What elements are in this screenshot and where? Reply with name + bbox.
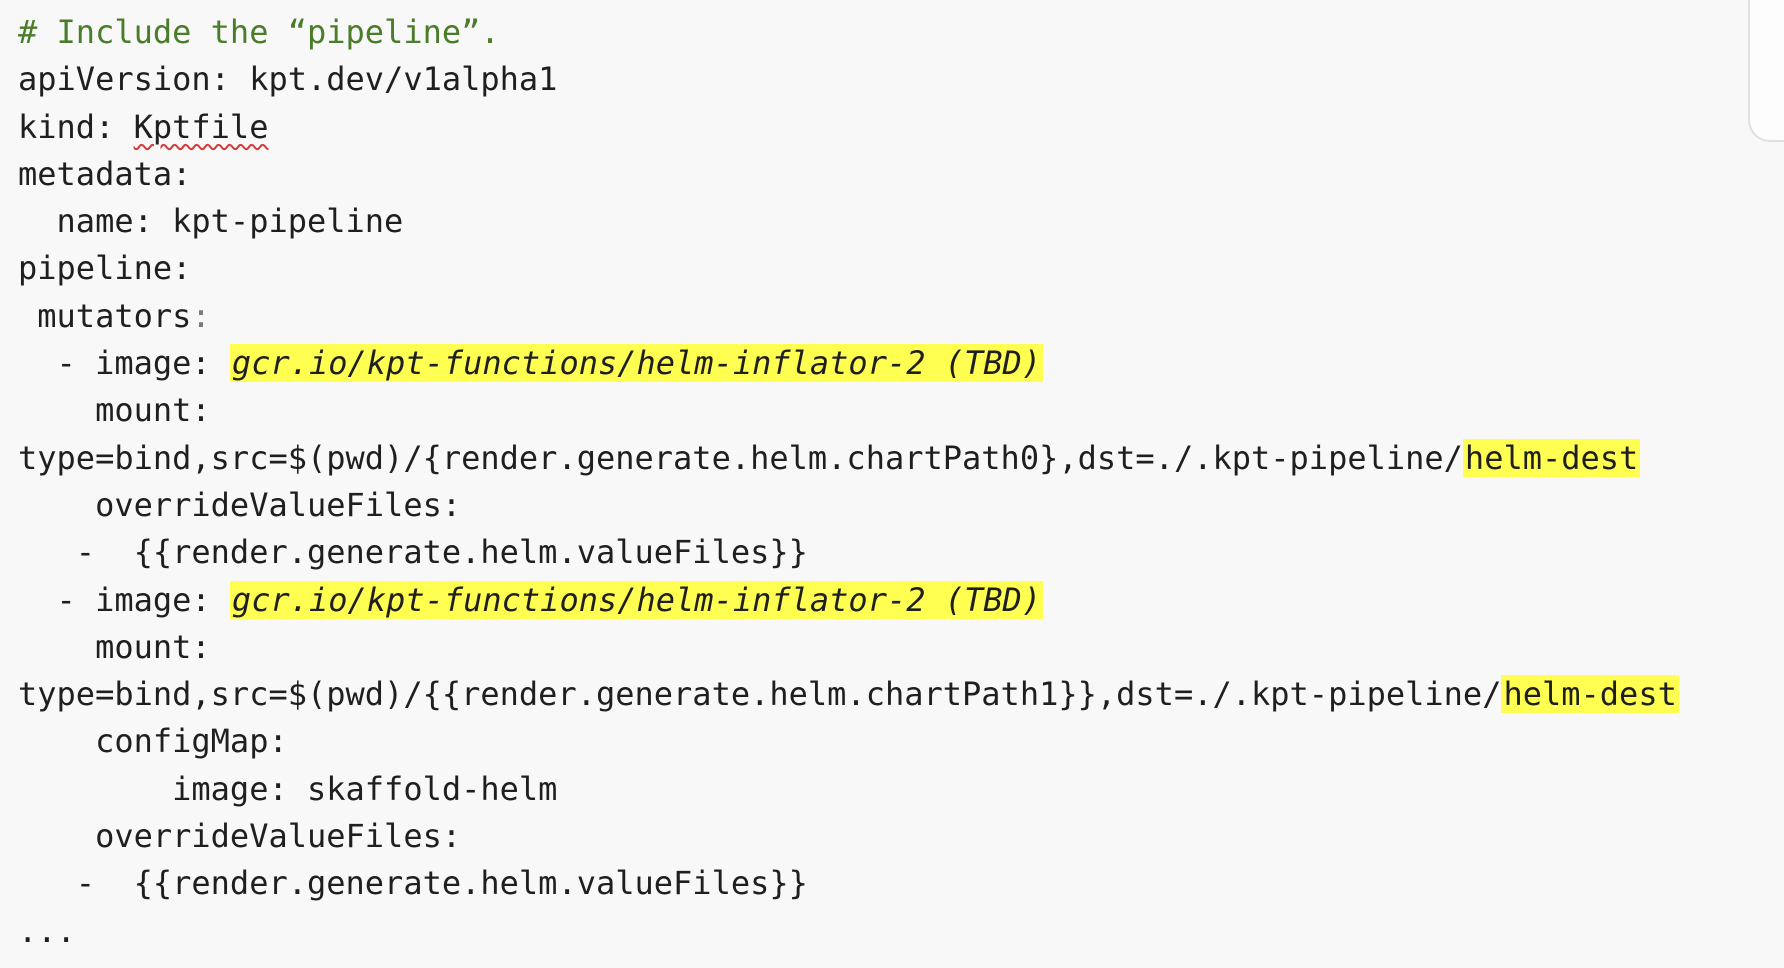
code-line: - {{render.generate.helm.valueFiles}}: [18, 529, 1679, 576]
side-panel-handle[interactable]: [1748, 0, 1784, 142]
code-comment: # Include the “pipeline”.: [18, 13, 500, 51]
code-text: - {{render.generate.helm.valueFiles}}: [18, 864, 808, 903]
code-text: configMap:: [18, 722, 288, 761]
code-line: ...: [18, 908, 1679, 955]
code-line: image: skaffold-helm: [18, 766, 1679, 813]
highlighted-image-ref: gcr.io/kpt-functions/helm-inflator-2 (TB…: [229, 344, 1044, 383]
highlighted-image-ref: gcr.io/kpt-functions/helm-inflator-2 (TB…: [229, 580, 1044, 619]
code-text: type=bind,src=$(pwd)/{{render.generate.h…: [18, 675, 1502, 714]
highlighted-text: helm-dest: [1501, 675, 1679, 714]
code-text: mount:: [18, 391, 211, 430]
code-line: overrideValueFiles:: [18, 482, 1679, 529]
code-line: type=bind,src=$(pwd)/{render.generate.he…: [18, 435, 1679, 482]
code-text: metadata:: [18, 154, 192, 193]
yaml-code-block: # Include the “pipeline”. apiVersion: kpt…: [18, 9, 1679, 955]
code-line: # Include the “pipeline”.: [18, 9, 1679, 56]
code-line: overrideValueFiles:: [18, 813, 1679, 860]
code-line: kind: Kptfile: [18, 104, 1679, 151]
code-text: apiVersion: kpt.dev/v1alpha1: [18, 60, 558, 99]
code-text: overrideValueFiles:: [18, 485, 462, 524]
highlighted-text: helm-dest: [1462, 438, 1641, 477]
code-text: ...: [18, 911, 76, 950]
spellcheck-flagged-word: Kptfile: [133, 107, 269, 146]
code-line: mount:: [18, 387, 1679, 434]
code-text: type=bind,src=$(pwd)/{render.generate.he…: [18, 438, 1463, 477]
code-punctuation: :: [191, 296, 211, 335]
code-text: - image:: [18, 580, 230, 619]
code-line: mount:: [18, 624, 1679, 671]
code-text: - {{render.generate.helm.valueFiles}}: [18, 533, 808, 572]
code-text: overrideValueFiles:: [18, 817, 462, 856]
code-line: type=bind,src=$(pwd)/{{render.generate.h…: [18, 671, 1679, 718]
code-text: mount:: [18, 627, 211, 666]
code-text: - image:: [18, 344, 230, 383]
code-text: kind:: [18, 107, 134, 146]
code-text: pipeline:: [18, 249, 192, 288]
code-line: - image: gcr.io/kpt-functions/helm-infla…: [18, 340, 1679, 387]
code-line: apiVersion: kpt.dev/v1alpha1: [18, 56, 1679, 103]
code-text: image: skaffold-helm: [18, 769, 558, 808]
code-text: name: kpt-pipeline: [18, 202, 404, 241]
code-line: - {{render.generate.helm.valueFiles}}: [18, 860, 1679, 907]
code-line: metadata:: [18, 151, 1679, 198]
code-line: name: kpt-pipeline: [18, 198, 1679, 245]
code-line: - image: gcr.io/kpt-functions/helm-infla…: [18, 577, 1679, 624]
code-text: mutators: [18, 296, 192, 335]
code-line: configMap:: [18, 718, 1679, 765]
code-line: mutators:: [18, 293, 1679, 340]
code-line: pipeline:: [18, 245, 1679, 292]
